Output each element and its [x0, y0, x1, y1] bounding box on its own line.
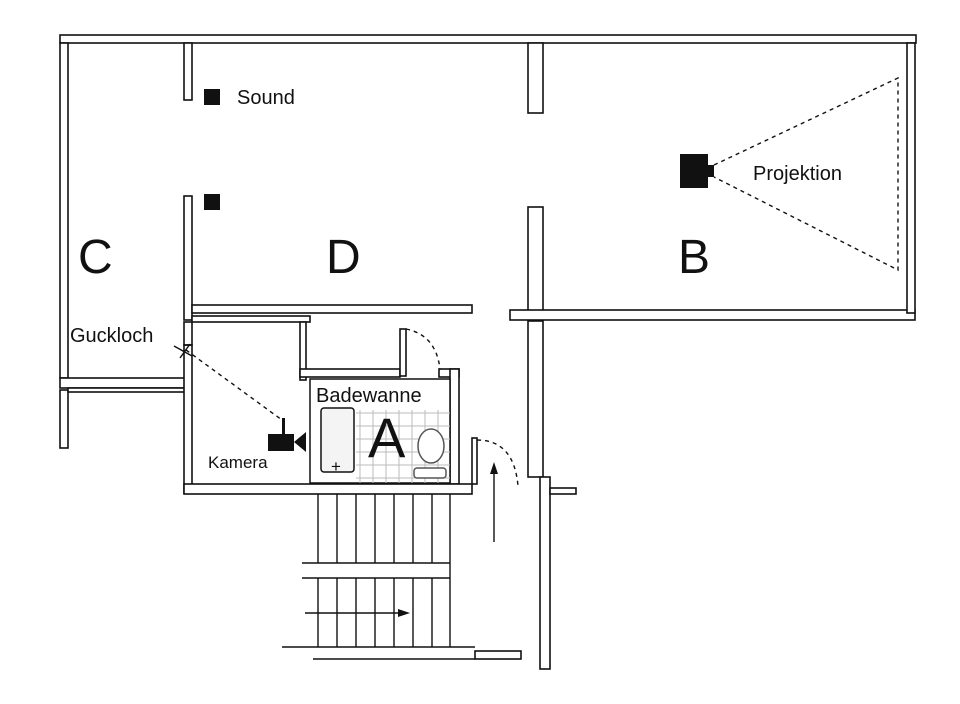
bathtub-icon — [320, 407, 355, 473]
peephole-label: Guckloch — [70, 325, 153, 347]
room-d-label: D — [326, 231, 361, 284]
projection-label: Projektion — [753, 163, 842, 185]
door-swing — [405, 328, 441, 370]
walk-arrow-up — [490, 462, 498, 542]
speaker-icon — [204, 89, 220, 105]
toilet-icon — [417, 428, 445, 464]
svg-text:+: + — [331, 457, 341, 476]
door-swing — [476, 439, 519, 487]
camera-label: Kamera — [208, 453, 268, 472]
staircase — [282, 494, 475, 660]
bathroom: + Badewanne A — [309, 378, 451, 484]
room-a-label: A — [368, 406, 406, 469]
walls — [59, 34, 917, 670]
peephole-icon — [173, 343, 193, 359]
room-b-label: B — [678, 231, 710, 284]
sound-label: Sound — [237, 87, 295, 109]
room-c-label: C — [78, 231, 113, 284]
projector-icon — [680, 154, 714, 188]
walk-arrow-right — [305, 609, 410, 617]
speaker-icon — [204, 194, 220, 210]
bathtub-label: Badewanne — [316, 385, 422, 407]
sightline — [185, 349, 283, 421]
camera-icon — [268, 418, 306, 452]
projection-cone — [713, 76, 899, 272]
